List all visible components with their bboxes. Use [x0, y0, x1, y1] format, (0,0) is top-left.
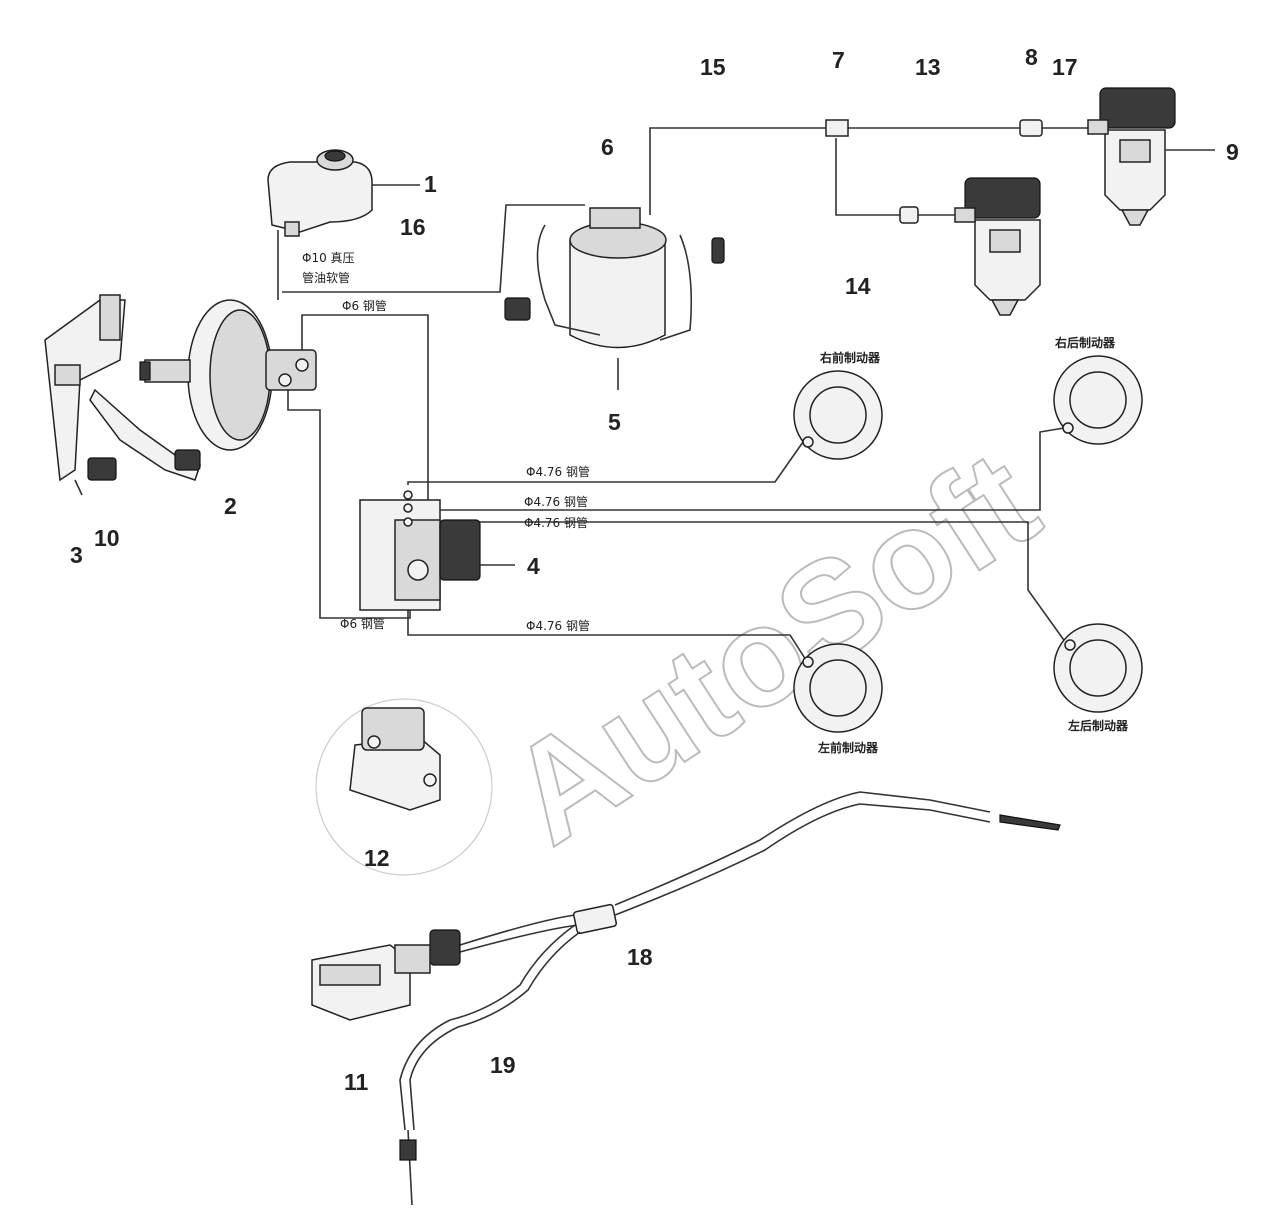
- callout-11: 11: [344, 1069, 369, 1095]
- pipe-label-phi10-1: Φ10 真压: [302, 251, 355, 265]
- pipe-labels: Φ10 真压 管油软管 Φ6 钢管 Φ6 钢管 Φ4.76 钢管 Φ4.76 钢…: [302, 251, 590, 633]
- control-module-detail: [315, 698, 493, 876]
- callout-18: 18: [627, 944, 653, 970]
- callout-19: 19: [490, 1052, 516, 1078]
- label-left-rear: 左后制动器: [1067, 718, 1129, 733]
- tee-connector: [825, 119, 849, 137]
- callout-12: 12: [364, 845, 390, 871]
- watermark: AutoSoft: [482, 420, 1063, 874]
- callout-16: 16: [400, 214, 426, 240]
- label-left-front: 左前制动器: [817, 740, 879, 755]
- callout-1: 1: [424, 171, 437, 197]
- electric-vacuum-pump: [504, 207, 725, 390]
- label-right-rear: 右后制动器: [1054, 335, 1116, 350]
- brake-right-front: [793, 370, 883, 460]
- pipe-label-phi476-a: Φ4.76 钢管: [526, 464, 590, 479]
- callouts: 1 2 3 4 5 6 7 8 9 10 11 12 13 14 15 16 1…: [70, 44, 1239, 1095]
- brake-right-rear: [1053, 355, 1143, 445]
- vacuum-booster: [139, 299, 317, 451]
- callout-17: 17: [1052, 54, 1078, 80]
- callout-4: 4: [527, 553, 540, 579]
- pipe-label-phi10-2: 管油软管: [302, 270, 350, 285]
- brake-left-rear: [1053, 623, 1143, 713]
- callout-2: 2: [224, 493, 237, 519]
- callout-15: 15: [700, 54, 726, 80]
- pedal-switch: [87, 457, 117, 481]
- parking-brake-actuator: [311, 929, 461, 1021]
- callout-6: 6: [601, 134, 614, 160]
- callout-9: 9: [1226, 139, 1239, 165]
- callout-13: 13: [915, 54, 941, 80]
- parking-brake-cable: [399, 791, 1061, 1206]
- label-right-front: 右前制动器: [819, 350, 881, 365]
- vacuum-pump-right: [1087, 87, 1215, 226]
- pipe-label-phi476-d: Φ4.76 钢管: [526, 618, 590, 633]
- check-valve: [899, 119, 1043, 224]
- brake-fluid-reservoir: [267, 149, 420, 237]
- callout-7: 7: [832, 47, 845, 73]
- callout-10: 10: [94, 525, 120, 551]
- abs-modulator: [359, 490, 515, 611]
- pipe-label-phi476-b: Φ4.76 钢管: [524, 494, 588, 509]
- brake-labels: 右前制动器 右后制动器 左前制动器 左后制动器: [817, 335, 1129, 755]
- callout-3: 3: [70, 542, 83, 568]
- callout-8: 8: [1025, 44, 1038, 70]
- brake-left-front: [793, 643, 883, 733]
- pipe-label-phi6-top: Φ6 钢管: [342, 298, 387, 313]
- pipe-label-phi6-bottom: Φ6 钢管: [340, 616, 385, 631]
- brake-pipes: [277, 127, 1090, 661]
- callout-14: 14: [845, 273, 871, 299]
- brake-pedal-assembly: [44, 294, 201, 496]
- vacuum-pump-middle: [954, 177, 1041, 316]
- callout-5: 5: [608, 409, 621, 435]
- pipe-label-phi476-c: Φ4.76 钢管: [524, 515, 588, 530]
